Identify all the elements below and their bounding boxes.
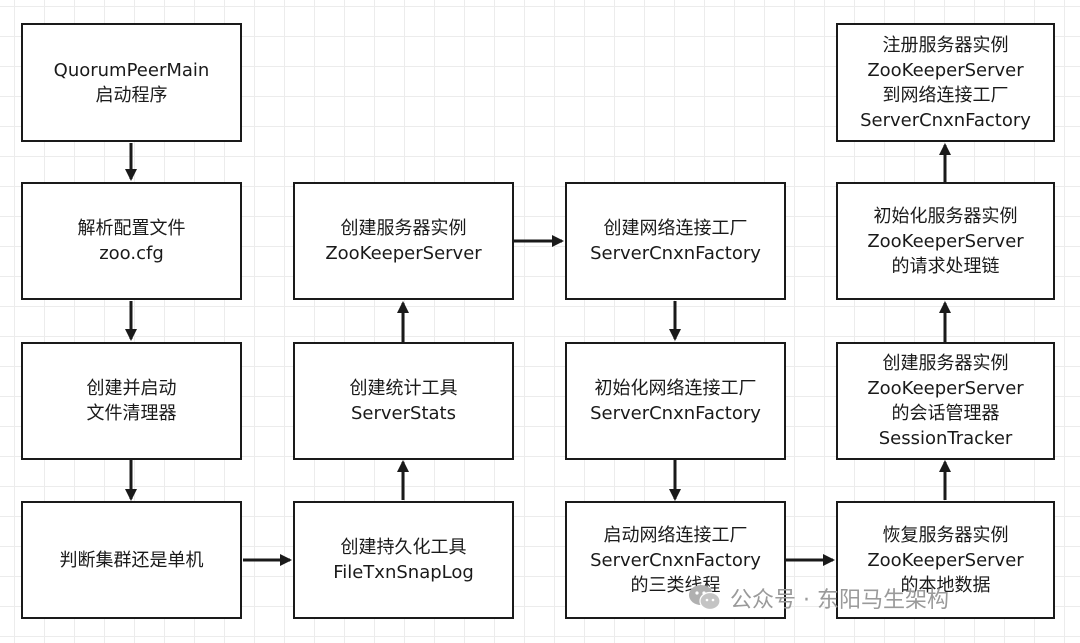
box-label: QuorumPeerMain 启动程序 xyxy=(53,59,210,106)
box-init-cnxn-factory: 初始化网络连接工厂 ServerCnxnFactory xyxy=(565,342,786,460)
box-create-file-txn-snap-log: 创建持久化工具 FileTxnSnapLog xyxy=(293,501,514,619)
box-label: 创建网络连接工厂 ServerCnxnFactory xyxy=(590,218,761,264)
box-start-cnxn-factory: 启动网络连接工厂 ServerCnxnFactory 的三类线程 xyxy=(565,501,786,619)
box-label: 初始化网络连接工厂 ServerCnxnFactory xyxy=(590,378,761,424)
box-cluster-or-standalone: 判断集群还是单机 xyxy=(21,501,242,619)
box-label: 判断集群还是单机 xyxy=(59,549,204,571)
wechat-icon xyxy=(689,585,721,611)
box-file-cleaner: 创建并启动 文件清理器 xyxy=(21,342,242,460)
box-create-cnxn-factory: 创建网络连接工厂 ServerCnxnFactory xyxy=(565,182,786,300)
box-register-server: 注册服务器实例 ZooKeeperServer 到网络连接工厂 ServerCn… xyxy=(836,23,1055,142)
watermark: 公众号 · 东阳马生架构 xyxy=(688,582,949,614)
box-label: 创建服务器实例 ZooKeeperServer 的会话管理器 SessionTr… xyxy=(867,353,1024,449)
box-quorum-peer-main: QuorumPeerMain 启动程序 xyxy=(21,23,242,142)
box-label: 注册服务器实例 ZooKeeperServer 到网络连接工厂 ServerCn… xyxy=(860,34,1031,131)
box-label: 启动网络连接工厂 ServerCnxnFactory 的三类线程 xyxy=(590,524,761,596)
box-label: 恢复服务器实例 ZooKeeperServer 的本地数据 xyxy=(867,524,1024,596)
box-create-server-stats: 创建统计工具 ServerStats xyxy=(293,342,514,460)
watermark-text: 公众号 · 东阳马生架构 xyxy=(730,588,949,613)
box-label: 创建服务器实例 ZooKeeperServer xyxy=(325,218,482,264)
box-label: 解析配置文件 zoo.cfg xyxy=(77,218,186,264)
box-create-session-tracker: 创建服务器实例 ZooKeeperServer 的会话管理器 SessionTr… xyxy=(836,342,1055,460)
box-parse-config: 解析配置文件 zoo.cfg xyxy=(21,182,242,300)
box-create-zookeeper-server: 创建服务器实例 ZooKeeperServer xyxy=(293,182,514,300)
box-restore-local-data: 恢复服务器实例 ZooKeeperServer 的本地数据 xyxy=(836,501,1055,619)
box-label: 初始化服务器实例 ZooKeeperServer 的请求处理链 xyxy=(867,205,1024,277)
box-init-request-chain: 初始化服务器实例 ZooKeeperServer 的请求处理链 xyxy=(836,182,1055,300)
box-label: 创建统计工具 ServerStats xyxy=(349,378,458,424)
box-label: 创建持久化工具 FileTxnSnapLog xyxy=(333,537,474,583)
box-label: 创建并启动 文件清理器 xyxy=(86,378,177,424)
